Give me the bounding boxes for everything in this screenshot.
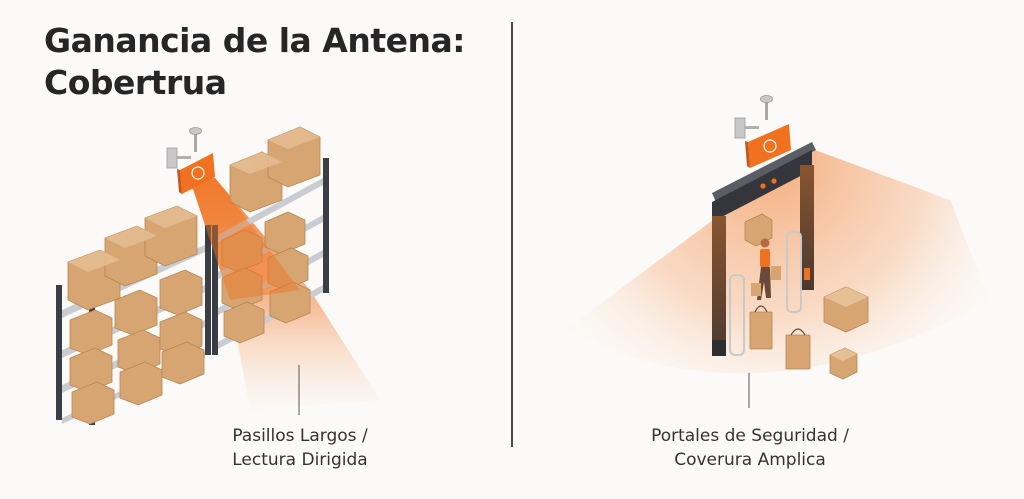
caption-left-line-2: Lectura Dirigida <box>232 450 368 470</box>
person-figure <box>751 238 781 300</box>
warehouse-illustration <box>56 126 380 425</box>
title-line-2: Cobertrua <box>44 63 227 102</box>
page-title: Ganancia de la Antena: Cobertrua <box>44 20 465 104</box>
shelf-rack-right <box>212 126 329 355</box>
portal-illustration <box>565 95 990 408</box>
caption-right: Portales de Seguridad / Coverura Amplica <box>620 424 880 472</box>
shelf-rack-left <box>56 205 211 425</box>
title-line-1: Ganancia de la Antena: <box>44 21 465 60</box>
caption-left: Pasillos Largos / Lectura Dirigida <box>200 424 400 472</box>
coverage-field <box>565 150 990 374</box>
antenna-left <box>166 127 215 194</box>
caption-left-line-1: Pasillos Largos / <box>232 426 368 446</box>
panel-divider <box>511 22 513 447</box>
antenna-right <box>734 95 791 168</box>
caption-right-line-2: Coverura Amplica <box>674 450 826 470</box>
caption-right-line-1: Portales de Seguridad / <box>651 426 849 446</box>
